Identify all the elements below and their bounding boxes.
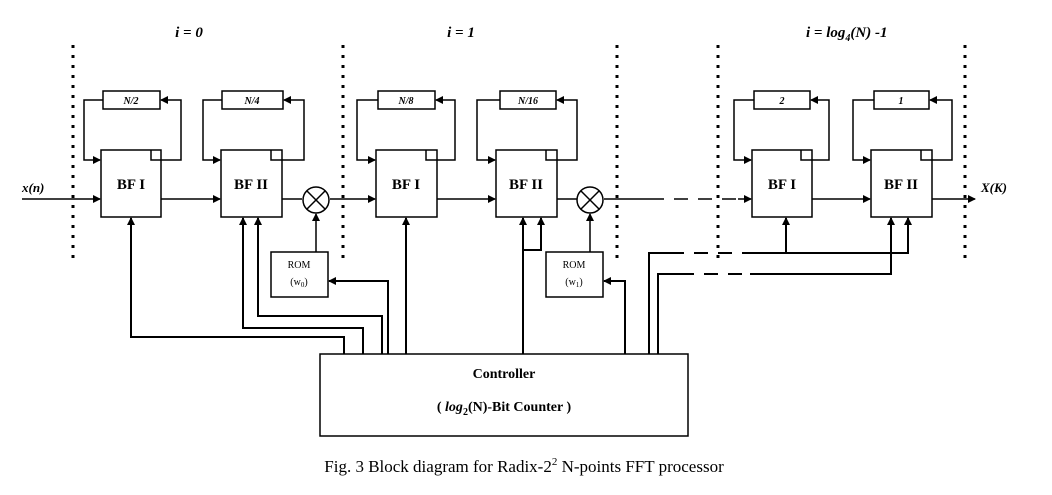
bf2-block bbox=[220, 149, 283, 218]
stage-separators bbox=[71, 45, 967, 262]
roms bbox=[270, 251, 604, 298]
delay-label-5: 2 bbox=[779, 96, 785, 107]
delay-registers bbox=[102, 90, 930, 110]
delay-box-6 bbox=[873, 90, 930, 110]
controller-box bbox=[319, 353, 689, 437]
ctrl-late-2-cont bbox=[750, 217, 895, 275]
delay-box-4 bbox=[499, 90, 557, 110]
control-wires-late bbox=[648, 217, 912, 354]
multiplier-2-cross-b bbox=[580, 190, 600, 210]
multiplier-1 bbox=[302, 186, 330, 214]
stage-label-0: i = 0 bbox=[175, 25, 203, 41]
delay-box-1 bbox=[102, 90, 161, 110]
rom-1-box bbox=[545, 251, 604, 298]
ctrl-late-2 bbox=[657, 273, 680, 354]
controller-subtitle: ( log2(N)-Bit Counter ) bbox=[437, 400, 572, 418]
output-label: X(K) bbox=[980, 180, 1007, 195]
rom-to-multiplier-wires bbox=[312, 213, 594, 252]
figure-caption: Fig. 3 Block diagram for Radix-22 N-poin… bbox=[324, 456, 724, 476]
ctrl-to-bf2-a bbox=[239, 217, 364, 354]
loop-4 bbox=[545, 96, 578, 161]
loop-4-return bbox=[476, 99, 500, 164]
delay-label-4: N/16 bbox=[517, 96, 538, 107]
stage-label-2: i = log4(N) -1 bbox=[806, 25, 887, 44]
rom-0-sub: (w0) bbox=[290, 277, 307, 289]
input-label: x(n) bbox=[21, 180, 44, 195]
delay-box-2 bbox=[221, 90, 284, 110]
bf5-label: BF I bbox=[768, 177, 796, 193]
loop-1-return bbox=[83, 99, 103, 164]
delay-label-1: N/2 bbox=[123, 96, 139, 107]
ctrl-to-bf2-b bbox=[254, 217, 383, 354]
bf4-label: BF II bbox=[509, 177, 543, 193]
ctrl-to-rom1 bbox=[603, 277, 626, 354]
ctrl-late-1 bbox=[648, 252, 670, 354]
loop-3-return bbox=[356, 99, 378, 164]
rom-0-title: ROM bbox=[288, 260, 311, 271]
bf6-label: BF II bbox=[884, 177, 918, 193]
loop-5-return bbox=[733, 99, 754, 164]
loop-1 bbox=[150, 96, 182, 161]
loop-3 bbox=[425, 96, 456, 161]
ctrl-to-bf1 bbox=[127, 217, 345, 354]
loop-5 bbox=[800, 96, 830, 161]
loop-2-return bbox=[202, 99, 222, 164]
bf1-block bbox=[100, 149, 162, 218]
loop-2 bbox=[270, 96, 305, 161]
delay-label-3: N/8 bbox=[398, 96, 414, 107]
bf6-block bbox=[870, 149, 933, 218]
rom-1-title: ROM bbox=[563, 260, 586, 271]
loop-6 bbox=[920, 96, 953, 161]
control-wires bbox=[127, 217, 626, 354]
delay-label-2: N/4 bbox=[244, 96, 260, 107]
multiplier-2 bbox=[576, 186, 604, 214]
delay-label-6: 1 bbox=[899, 96, 904, 107]
loop-6-return bbox=[852, 99, 874, 164]
bf1-label: BF I bbox=[117, 177, 145, 193]
ctrl-to-rom0 bbox=[328, 277, 389, 354]
bf3-label: BF I bbox=[392, 177, 420, 193]
bf4-block bbox=[495, 149, 558, 218]
ctrl-late-1-cont bbox=[745, 217, 912, 254]
delay-box-5 bbox=[753, 90, 811, 110]
stage-label-1: i = 1 bbox=[447, 25, 475, 41]
delay-feedback-loops bbox=[83, 96, 953, 164]
multiplier-1-cross-b bbox=[306, 190, 326, 210]
rom-1-sub: (w1) bbox=[565, 277, 582, 289]
butterfly-blocks bbox=[100, 149, 933, 218]
rom-0-box bbox=[270, 251, 329, 298]
controller-title: Controller bbox=[473, 367, 536, 382]
ctrl-to-bf4-b bbox=[523, 217, 545, 251]
bf2-label: BF II bbox=[234, 177, 268, 193]
delay-box-3 bbox=[377, 90, 436, 110]
